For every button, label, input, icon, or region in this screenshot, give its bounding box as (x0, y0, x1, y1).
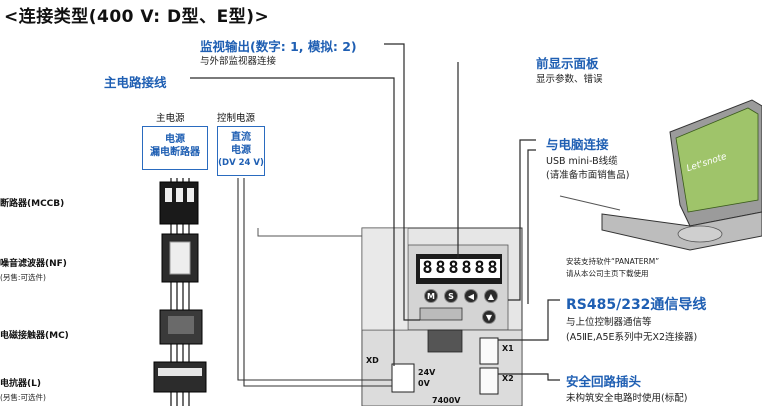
laptop-illustration (601, 99, 762, 251)
monitor-output-desc: 与外部监视器连接 (200, 56, 277, 67)
safety-desc: 未构筑安全电路时使用(标配) (566, 393, 688, 404)
control-power-box-line-1: 直流 (231, 132, 251, 143)
display-digit: 8 (420, 259, 435, 278)
driver-tab (427, 329, 463, 353)
down-key[interactable]: ▼ (482, 310, 496, 324)
display-digit: 8 (446, 259, 461, 278)
reactor-label: 电抗器(L) (0, 379, 41, 389)
control-power-label: 控制电源 (217, 113, 256, 124)
main-power-box-line-1: 电源 (165, 134, 185, 145)
control-power-box-line-2: 电源 (231, 145, 251, 156)
page-title: <连接类型(400 V: D型、E型)> (4, 7, 270, 27)
nf-note: (另售:可选件) (0, 273, 46, 282)
x2-connector (479, 367, 499, 395)
xd-label: XD (366, 356, 379, 365)
terminal-0v-label: 0V (418, 379, 430, 388)
main-circuit-heading: 主电路接线 (104, 75, 167, 90)
software-line-1: 安装支持软件“PANATERM” (566, 257, 660, 266)
mccb-image (159, 181, 199, 225)
terminal-24v-label: 24V (418, 368, 436, 377)
x1-label: X1 (502, 344, 514, 353)
up-key[interactable]: ▲ (484, 289, 498, 303)
display-digit: 8 (485, 259, 500, 278)
main-power-box: 电源 漏电断路器 (142, 126, 208, 170)
display-digit: 8 (472, 259, 487, 278)
reactor-note: (另售:可选件) (0, 393, 46, 402)
x1-connector (479, 337, 499, 365)
software-line-2: 请从本公司主页下载使用 (566, 269, 649, 278)
pc-connection-heading: 与电脑连接 (546, 137, 609, 152)
pc-connection-desc-1: USB mini-B线缆 (546, 156, 618, 167)
mc-image (159, 309, 203, 345)
nf-label: 噪音滤波器(NF) (0, 259, 67, 269)
rs485-desc-2: (A5ⅡE,A5E系列中无X2连接器) (566, 332, 698, 343)
control-power-box-line-3: (DV 24 V) (218, 158, 264, 168)
display-digit: 8 (459, 259, 474, 278)
mc-label: 电磁接触器(MC) (0, 331, 69, 341)
safety-heading: 安全回路插头 (566, 374, 642, 389)
main-power-box-line-2: 漏电断路器 (150, 147, 200, 158)
rs485-desc-1: 与上位控制器通信等 (566, 317, 652, 328)
mode-key[interactable]: M (424, 289, 438, 303)
rs485-heading: RS485/232通信导线 (566, 297, 707, 313)
front-panel-heading: 前显示面板 (536, 56, 599, 71)
nf-image (161, 233, 199, 283)
reactor-image (153, 361, 207, 393)
display-digit: 8 (433, 259, 448, 278)
monitor-output-heading: 监视输出(数字: 1, 模拟: 2) (200, 39, 357, 54)
control-power-box: 直流 电源 (DV 24 V) (217, 126, 265, 176)
shift-key[interactable]: ◀ (464, 289, 478, 303)
driver-bottom-text: 7400V (432, 396, 461, 405)
left-edge-panel (361, 227, 409, 331)
front-panel-desc: 显示参数、错误 (536, 74, 603, 85)
mccb-label: 断路器(MCCB) (0, 199, 65, 209)
main-power-label: 主电源 (156, 113, 185, 124)
x2-label: X2 (502, 374, 514, 383)
pc-connection-desc-2: (请准备市面销售品) (546, 170, 630, 181)
set-key[interactable]: S (444, 289, 458, 303)
monitor-connector (419, 307, 463, 321)
xd-terminal (391, 363, 415, 393)
